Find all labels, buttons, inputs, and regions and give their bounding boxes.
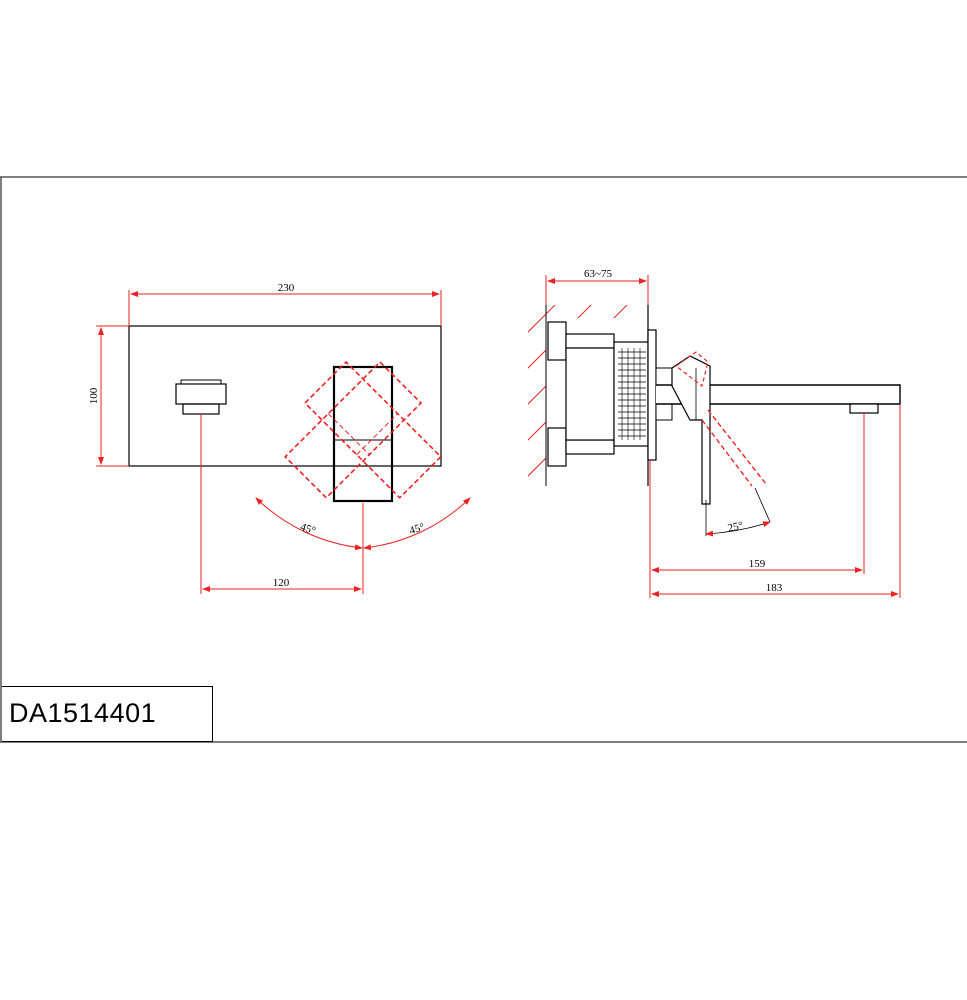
valve-body: [547, 321, 649, 467]
angle-right-value: 45°: [408, 521, 426, 537]
side-handle-rotation: [674, 351, 767, 487]
spout-reach-value: 159: [749, 558, 766, 570]
rotation-arc: 45° 45°: [255, 497, 471, 551]
side-angle-arc: 25°: [705, 487, 771, 537]
handle: [332, 365, 394, 503]
cover-plate-edge: [647, 329, 657, 461]
front-view: 230 100 120 45° 45°: [88, 282, 471, 594]
side-angle-value: 25°: [727, 520, 745, 535]
spout-outlet: [175, 379, 227, 415]
drawing-frame: [0, 176, 967, 743]
dimension-total-depth: 183: [651, 404, 901, 598]
dimension-height: 100: [88, 325, 129, 467]
handle-rotation-left: [303, 360, 442, 499]
spout: [655, 367, 901, 421]
angle-left-value: 45°: [299, 521, 317, 537]
total-depth-value: 183: [766, 582, 783, 594]
side-view: 25° 63~75 159 183: [528, 268, 901, 598]
side-handle: [671, 355, 711, 505]
spout-offset-value: 120: [273, 577, 290, 589]
dimension-spout-reach: 159: [649, 413, 865, 598]
wall-depth-value: 63~75: [584, 268, 612, 280]
height-value: 100: [88, 387, 100, 404]
wall-plate: [128, 325, 442, 467]
dimension-wall-depth: 63~75: [545, 268, 649, 305]
model-label-box: DA1514401: [2, 686, 213, 742]
handle-rotation-right: [284, 360, 423, 499]
width-value: 230: [278, 282, 295, 294]
dimension-spout-offset: 120: [200, 414, 364, 594]
model-code: DA1514401: [9, 698, 157, 728]
dimension-width: 230: [128, 282, 442, 326]
